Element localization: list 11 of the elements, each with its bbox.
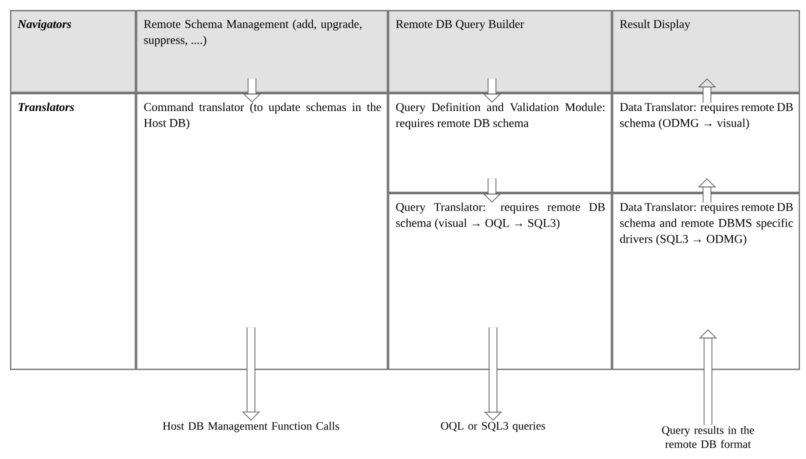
header-cell: Remote DB Query Builder [388,10,612,93]
table-cell: Query Definition and Validation Module: requires remote DB schema [388,93,612,193]
output-label: Host DB Management Function Calls [162,422,340,432]
output-label: Query results in the remote DB format [662,426,754,448]
table-cell: Query Translator: requires remote DB schema (visual → OQL → SQL3) [388,193,612,370]
table-cell: Data Translator: requires remote DB schema and remote DBMS specific drivers (SQL3 → ODMG) [612,193,800,370]
row-label-cell: Translators [10,93,136,370]
table-cell: Data Translator: requires remote DB schema (ODMG → visual) [612,93,800,193]
row-label-cell: Navigators [10,10,136,93]
header-cell: Result Display [612,10,800,93]
output-label: OQL or SQL3 queries [440,422,546,432]
